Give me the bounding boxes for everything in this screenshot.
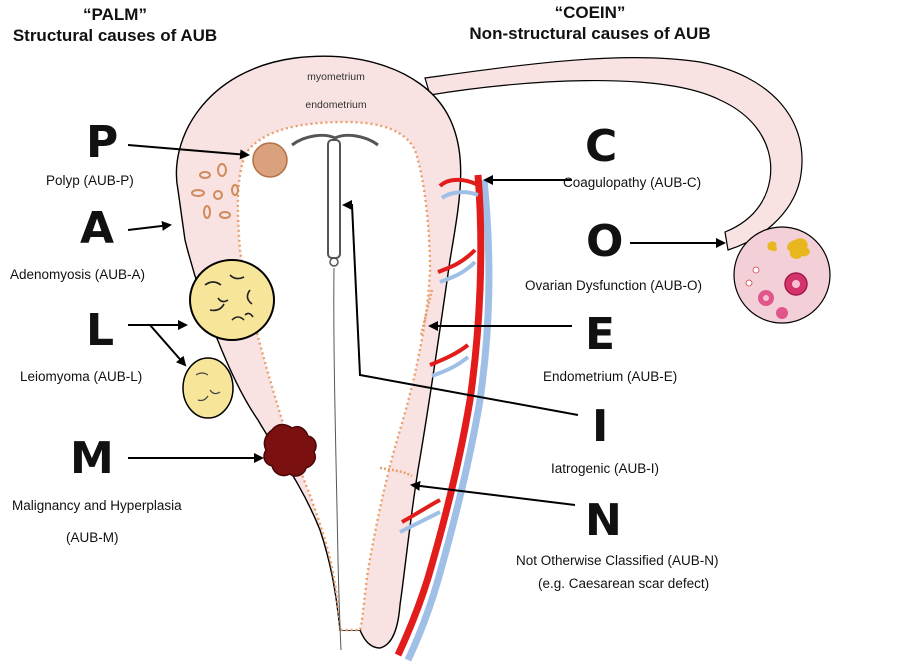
letter-a: A — [80, 203, 115, 254]
desc-not-classified: Not Otherwise Classified (AUB-N) — [516, 553, 719, 568]
adenomyosis-glands — [191, 163, 239, 219]
desc-caesarean: (e.g. Caesarean scar defect) — [538, 576, 710, 591]
letter-i: I — [592, 401, 609, 452]
spiral-arteries — [401, 177, 479, 524]
desc-coagulopathy: Coagulopathy (AUB-C) — [563, 175, 702, 190]
uterine-cavity — [236, 120, 432, 632]
letter-p: P — [86, 117, 119, 168]
vein — [404, 179, 493, 662]
fibroid-small — [182, 357, 234, 419]
desc-iatrogenic: Iatrogenic (AUB-I) — [551, 461, 660, 476]
polyp-shape — [252, 142, 288, 178]
coein-subtitle: Non-structural causes of AUB — [469, 24, 711, 43]
letter-n: N — [585, 495, 622, 546]
letter-e: E — [585, 309, 616, 360]
coein-header: “COEIN” Non-structural causes of AUB — [460, 2, 720, 44]
palm-subtitle: Structural causes of AUB — [12, 26, 218, 45]
desc-polyp: Polyp (AUB-P) — [46, 173, 134, 188]
letter-l: L — [86, 305, 115, 356]
desc-leiomyoma: Leiomyoma (AUB-L) — [20, 369, 143, 384]
label-endometrium: endometrium — [305, 99, 367, 111]
desc-endometrium: Endometrium (AUB-E) — [543, 369, 678, 384]
palm-title: “PALM” — [83, 5, 147, 24]
ovary — [733, 226, 831, 324]
artery — [394, 174, 485, 657]
letter-m: M — [70, 433, 114, 484]
letter-c: C — [585, 121, 618, 172]
letter-o: O — [586, 216, 624, 267]
arrows — [127, 144, 726, 506]
palm-header: “PALM” Structural causes of AUB — [0, 4, 230, 46]
iud — [291, 133, 379, 651]
coein-title: “COEIN” — [554, 3, 626, 22]
desc-malignancy-code: (AUB-M) — [66, 530, 119, 545]
desc-adenomyosis: Adenomyosis (AUB-A) — [10, 267, 146, 282]
spiral-veins — [399, 190, 479, 534]
fibroid-large — [189, 259, 275, 341]
label-myometrium: myometrium — [307, 71, 365, 83]
desc-ovarian: Ovarian Dysfunction (AUB-O) — [525, 278, 703, 293]
desc-malignancy: Malignancy and Hyperplasia — [12, 498, 182, 513]
malignancy-shape — [263, 423, 317, 477]
